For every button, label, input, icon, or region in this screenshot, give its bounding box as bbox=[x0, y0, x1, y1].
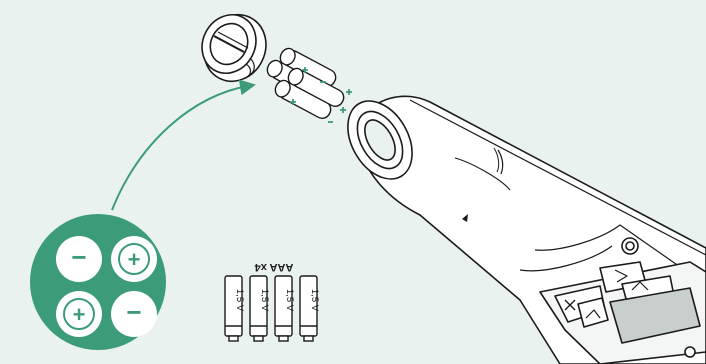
pack-battery-label-2: 1,5 V bbox=[259, 289, 270, 312]
aaa-battery-icon bbox=[265, 46, 347, 121]
polarity-plus-icon: + bbox=[56, 291, 102, 337]
pack-battery-label-3: 1,5 V bbox=[284, 289, 295, 312]
insert-arrow-icon bbox=[112, 86, 248, 210]
legend-plus-bottom: + bbox=[73, 302, 86, 327]
legend-minus-top: − bbox=[71, 242, 86, 272]
legend-minus-bottom: − bbox=[126, 297, 141, 327]
polarity-minus-icon: − bbox=[56, 236, 102, 282]
polarity-legend: − + + − bbox=[30, 214, 166, 350]
battery-pack: AAA x4 1,5 V 1,5 V bbox=[225, 261, 320, 341]
polarity-minus-icon: − bbox=[111, 291, 157, 337]
pack-battery-label-1: 1,5 V bbox=[234, 289, 245, 312]
polarity-plus-icon: + bbox=[111, 236, 157, 282]
battery-pack-title: AAA x4 bbox=[254, 261, 294, 273]
pack-battery-label-4: 1,5 V bbox=[309, 289, 320, 312]
flashlight-handle-icon bbox=[335, 90, 706, 364]
legend-plus-top: + bbox=[128, 247, 141, 272]
battery-cap-icon bbox=[192, 4, 277, 92]
